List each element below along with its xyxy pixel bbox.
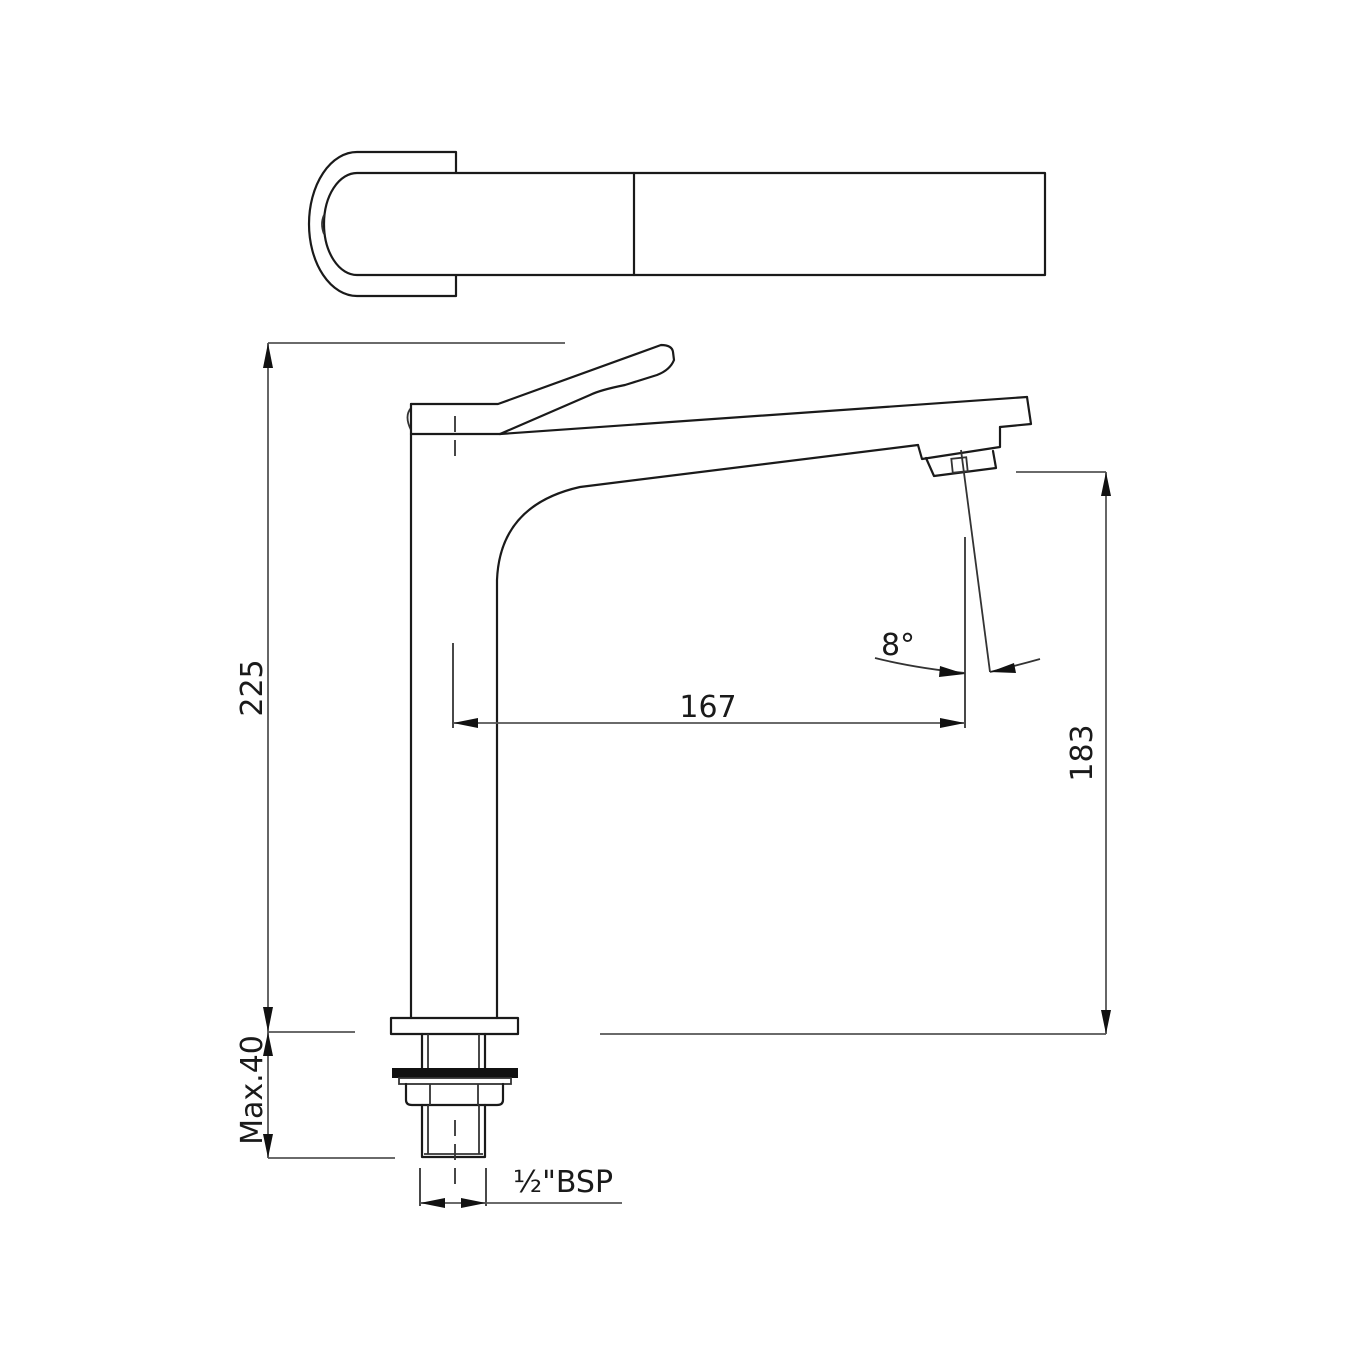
- dimension-8-degree: 8°: [874, 628, 1041, 677]
- dim-label-thread: ½"BSP: [513, 1165, 613, 1200]
- top-view: [307, 150, 1047, 298]
- dimension-225: 225: [235, 342, 565, 1033]
- dim-label-167: 167: [679, 690, 736, 725]
- dimension-167: 167: [452, 537, 966, 728]
- dim-label-max40: Max.40: [235, 1035, 270, 1145]
- dimension-thread: ½"BSP: [419, 1165, 622, 1208]
- dim-label-angle: 8°: [881, 628, 915, 663]
- side-view: [389, 343, 1033, 1192]
- dimension-max40: Max.40: [235, 1032, 395, 1159]
- dim-label-225: 225: [235, 659, 270, 716]
- dimension-183: 183: [600, 471, 1111, 1035]
- dim-label-183: 183: [1065, 724, 1100, 781]
